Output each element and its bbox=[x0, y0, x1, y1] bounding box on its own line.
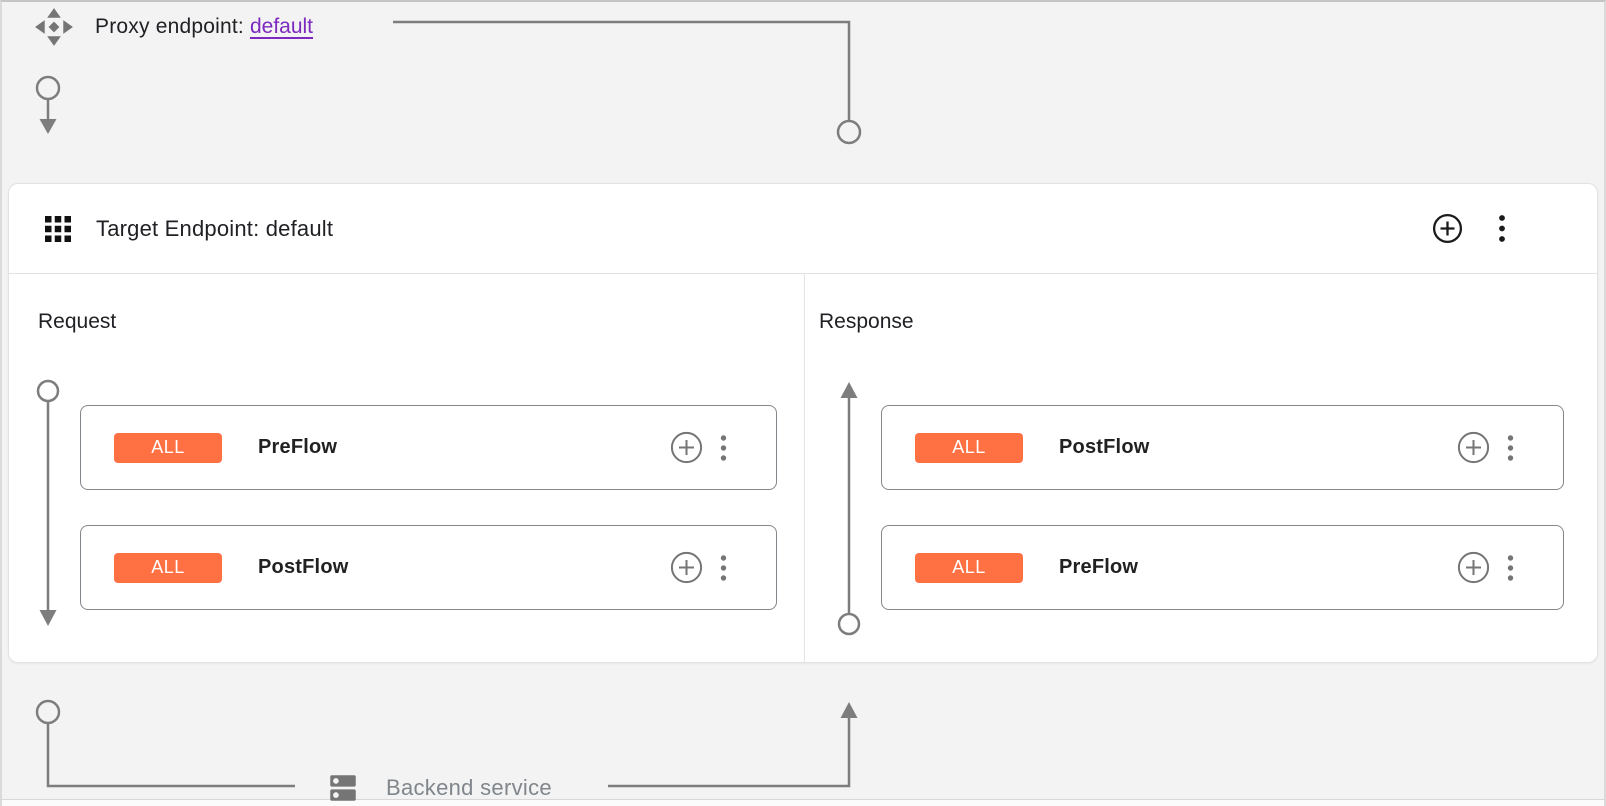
more-vert-icon bbox=[720, 434, 727, 461]
bottom-edge-strip bbox=[0, 799, 1606, 806]
target-endpoint-header: Target Endpoint: default bbox=[9, 184, 1597, 274]
more-vert-icon bbox=[1507, 554, 1514, 581]
add-step-button[interactable] bbox=[670, 551, 703, 584]
backend-service-label: Backend service bbox=[386, 775, 552, 800]
add-circle-icon bbox=[1457, 431, 1490, 464]
grid-icon bbox=[45, 215, 71, 242]
flow-name: PreFlow bbox=[258, 436, 338, 458]
add-circle-icon bbox=[670, 431, 703, 464]
condition-badge: ALL bbox=[114, 432, 222, 463]
flow-name: PreFlow bbox=[1059, 556, 1139, 578]
flow-card-response-preflow[interactable]: ALL PreFlow bbox=[881, 525, 1564, 610]
panel-divider bbox=[804, 274, 805, 662]
add-circle-icon bbox=[670, 551, 703, 584]
more-button[interactable] bbox=[719, 434, 728, 462]
proxy-endpoint-link[interactable]: default bbox=[249, 15, 314, 38]
condition-badge: ALL bbox=[114, 552, 222, 583]
flow-card-request-preflow[interactable]: ALL PreFlow bbox=[80, 405, 777, 490]
more-button[interactable] bbox=[719, 554, 728, 582]
add-step-button[interactable] bbox=[1457, 431, 1490, 464]
add-button[interactable] bbox=[1432, 213, 1463, 244]
more-vert-icon bbox=[1507, 434, 1514, 461]
add-circle-icon bbox=[1457, 551, 1490, 584]
proxy-endpoint-label: Proxy endpoint: bbox=[95, 15, 250, 38]
dns-icon bbox=[330, 775, 356, 801]
request-panel-title: Request bbox=[38, 310, 117, 333]
target-endpoint-card: Target Endpoint: default Request Respons… bbox=[8, 183, 1598, 663]
response-panel-title: Response bbox=[819, 310, 914, 333]
add-step-button[interactable] bbox=[670, 431, 703, 464]
proxy-to-target-wire bbox=[393, 20, 862, 145]
add-step-button[interactable] bbox=[1457, 551, 1490, 584]
flow-card-request-postflow[interactable]: ALL PostFlow bbox=[80, 525, 777, 610]
condition-badge: ALL bbox=[915, 552, 1023, 583]
backend-service-row: Backend service bbox=[326, 771, 552, 805]
proxy-endpoint-row: Proxy endpoint: default bbox=[33, 6, 313, 48]
flow-name: PostFlow bbox=[1059, 436, 1150, 458]
backend-to-target-wire bbox=[608, 702, 858, 788]
condition-badge: ALL bbox=[915, 432, 1023, 463]
flow-name: PostFlow bbox=[258, 556, 349, 578]
more-button[interactable] bbox=[1506, 554, 1515, 582]
flow-card-response-postflow[interactable]: ALL PostFlow bbox=[881, 405, 1564, 490]
target-to-backend-wire bbox=[35, 699, 295, 788]
more-button[interactable] bbox=[1506, 434, 1515, 462]
add-circle-icon bbox=[1432, 213, 1463, 244]
more-button[interactable] bbox=[1497, 214, 1507, 243]
more-vert-icon bbox=[1499, 215, 1505, 242]
proxy-endpoint-icon bbox=[35, 8, 73, 46]
incoming-request-connector bbox=[35, 75, 61, 134]
target-endpoint-title: Target Endpoint: default bbox=[96, 215, 334, 241]
more-vert-icon bbox=[720, 554, 727, 581]
